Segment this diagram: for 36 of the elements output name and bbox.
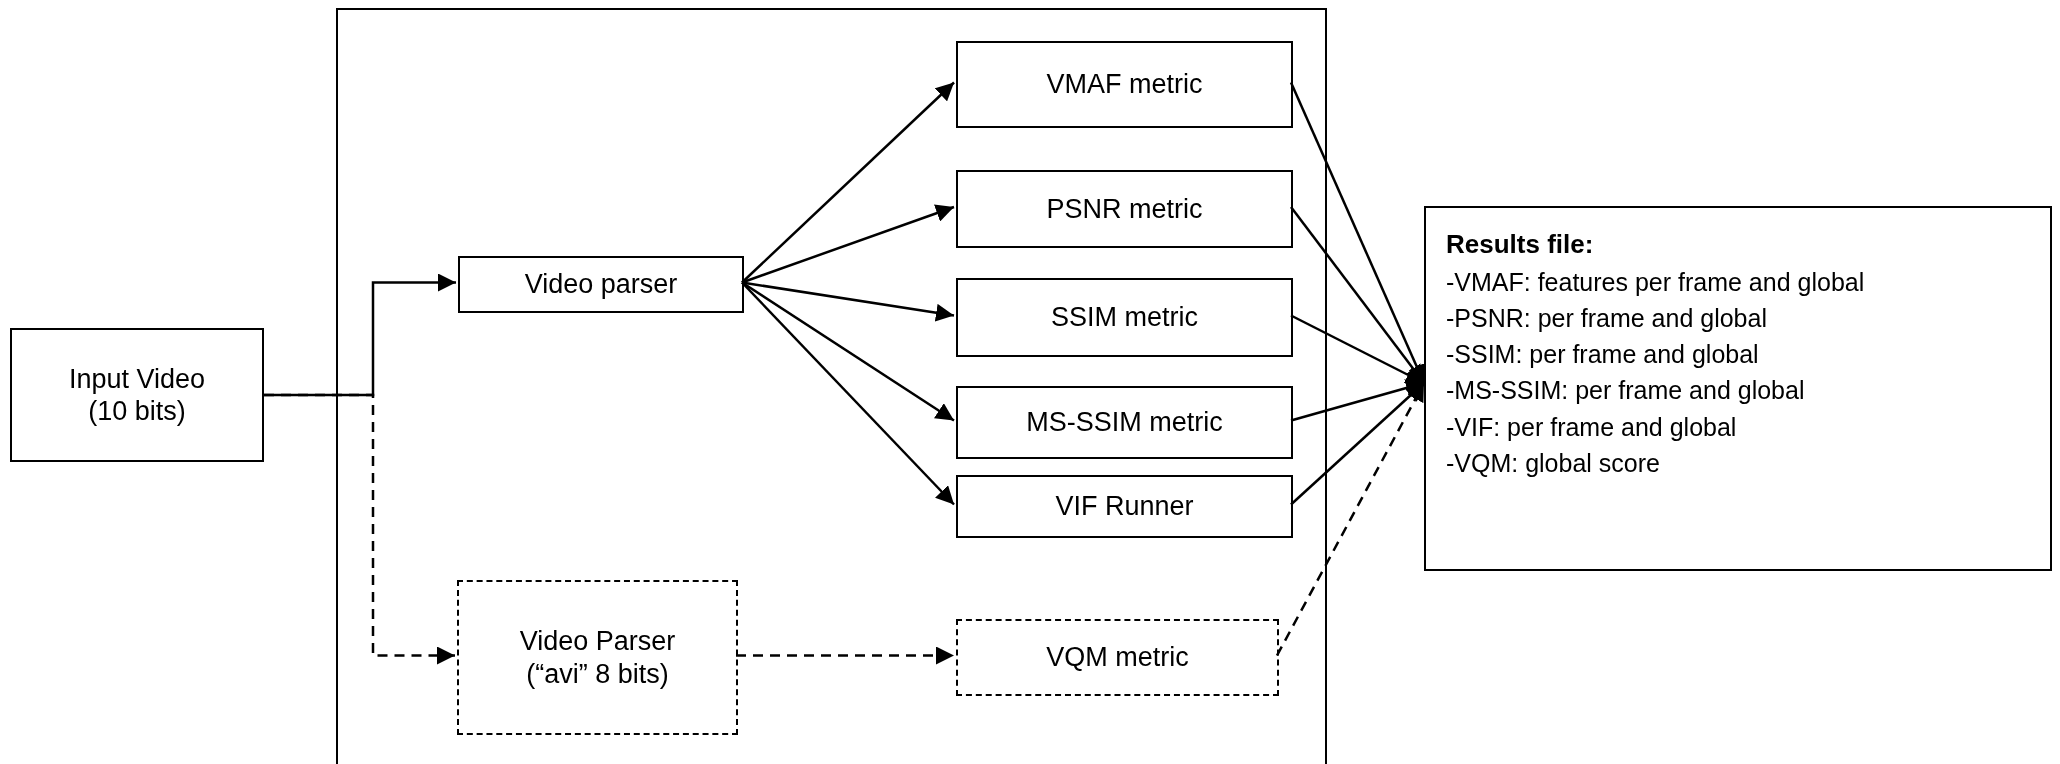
results-item: -VMAF: features per frame and global xyxy=(1446,266,1865,298)
arrow xyxy=(741,204,955,284)
process-box xyxy=(457,580,738,735)
process-box xyxy=(956,170,1293,248)
arrow xyxy=(741,281,955,322)
node-label: Video parser xyxy=(524,268,678,301)
arrow xyxy=(1290,314,1425,385)
arrow xyxy=(1275,382,1426,657)
process-box xyxy=(956,41,1293,128)
results-item: -VQM: global score xyxy=(1446,447,1660,479)
node-label: PSNR metric xyxy=(1046,192,1203,226)
arrow xyxy=(264,273,456,397)
node-label: Video Parser (“avi” 8 bits) xyxy=(518,625,677,690)
results-item: -PSNR: per frame and global xyxy=(1446,302,1767,334)
arrow xyxy=(741,81,955,284)
node-label: Input Video (10 bits) xyxy=(67,362,207,428)
node-label: VIF Runner xyxy=(1055,490,1194,523)
process-box xyxy=(956,619,1279,696)
results-item: -MS-SSIM: per frame and global xyxy=(1446,375,1805,407)
container-box xyxy=(336,8,1327,764)
node-label: VQM metric xyxy=(1046,641,1189,674)
arrow xyxy=(1290,379,1425,422)
process-box xyxy=(10,328,264,462)
arrow xyxy=(736,646,954,665)
node-label: VMAF metric xyxy=(1046,68,1203,101)
results-item: -VIF: per frame and global xyxy=(1446,411,1737,443)
process-box xyxy=(458,256,744,313)
process-box xyxy=(956,278,1293,357)
arrow xyxy=(741,281,955,506)
node-label: SSIM metric xyxy=(1051,301,1198,334)
results-heading: Results file: xyxy=(1446,228,1594,261)
process-box xyxy=(956,386,1293,459)
node-label: MS-SSIM metric xyxy=(1026,406,1223,439)
results-box xyxy=(1424,206,2052,571)
process-box xyxy=(956,475,1293,538)
results-item: -SSIM: per frame and global xyxy=(1446,339,1759,371)
